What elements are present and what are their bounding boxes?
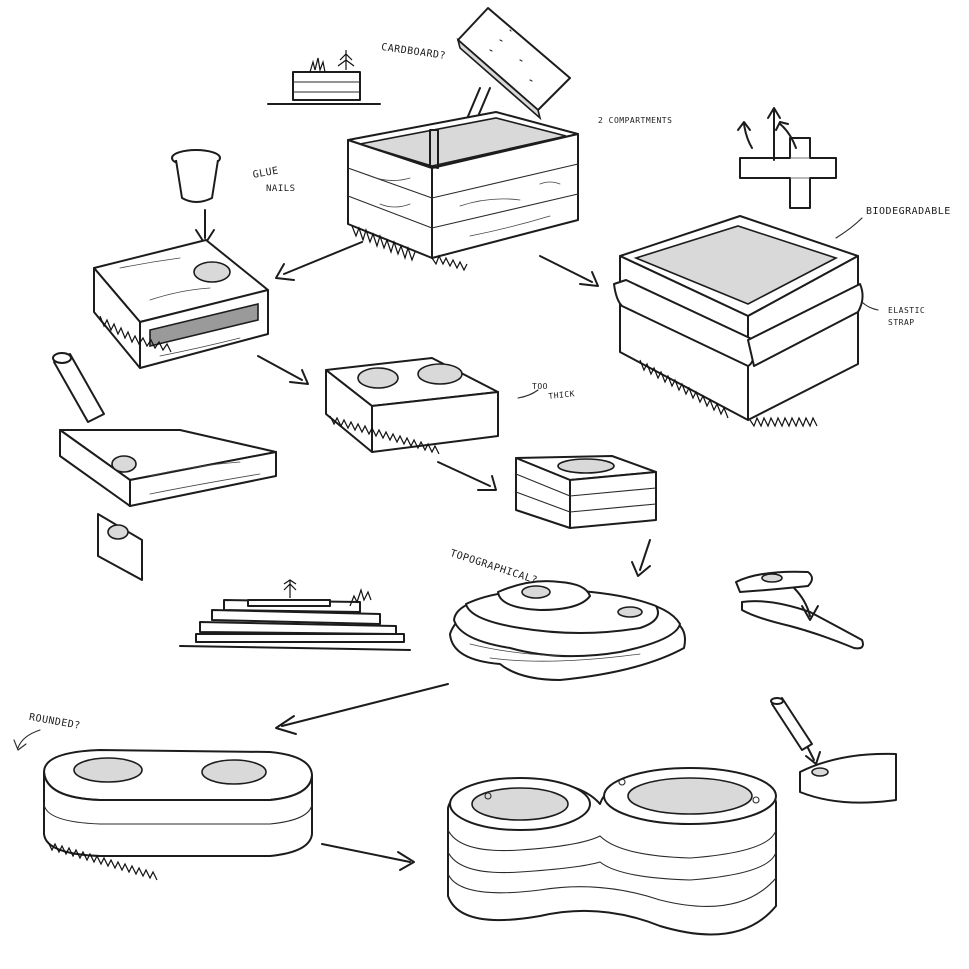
label-strap: STRAP	[888, 318, 915, 327]
small-wooden-block	[515, 455, 657, 529]
figure-eight-stacked-planter	[447, 767, 777, 936]
seed-cup-sketch	[171, 149, 221, 245]
biodegradable-box-with-elastic-strap	[613, 215, 879, 428]
curved-slim-tray	[735, 570, 864, 650]
cardboard-panel-sketch	[449, 7, 571, 163]
thick-block-two-holes	[325, 357, 539, 455]
label-two-compartments: 2 COMPARTMENTS	[598, 116, 673, 125]
label-too: TOO	[532, 382, 548, 391]
topographical-layered-tray	[449, 580, 686, 681]
dowel-and-plank-sketch	[52, 352, 277, 581]
wooden-box-two-compartments	[347, 111, 579, 272]
label-elastic: ELASTIC	[888, 306, 926, 315]
flow-arrows	[257, 241, 821, 871]
unfolded-box-net	[737, 107, 837, 209]
label-biodegradable: BIODEGRADABLE	[866, 206, 951, 217]
small-planter-sketch	[267, 50, 381, 105]
label-nails: NAILS	[266, 184, 296, 194]
wooden-box-with-hole	[93, 239, 269, 369]
stacked-planks-sketch	[179, 579, 411, 651]
dowel-and-disc-detail	[770, 697, 897, 804]
rounded-tray-two-holes	[13, 729, 313, 881]
